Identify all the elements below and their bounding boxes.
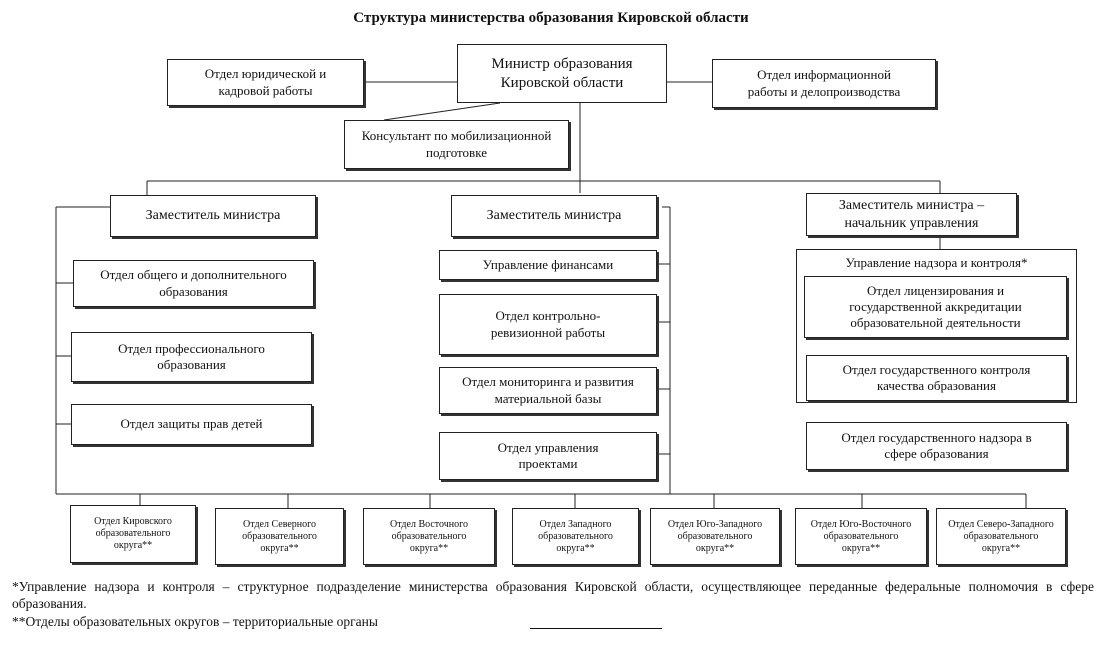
legal-hr-department-box: Отдел юридической и кадровой работы (167, 59, 364, 106)
info-docs-department-box: Отдел информационной работы и делопроизв… (712, 59, 936, 108)
unit-licensing-box: Отдел лицензирования и государственной а… (804, 276, 1067, 338)
signature-line (530, 628, 662, 629)
unit-audit-box: Отдел контрольно- ревизионной работы (439, 294, 657, 355)
district-western-box: Отдел Западного образовательного округа*… (512, 508, 639, 565)
page-title: Структура министерства образования Киров… (353, 10, 749, 26)
deputy-right-box: Заместитель министра – начальник управле… (806, 193, 1017, 236)
unit-general-education-box: Отдел общего и дополнительного образован… (73, 260, 314, 307)
unit-state-supervision-box: Отдел государственного надзора в сфере о… (806, 422, 1067, 470)
district-northern-box: Отдел Северного образовательного округа*… (215, 508, 344, 565)
minister-box: Министр образования Кировской области (457, 44, 667, 103)
deputy-center-box: Заместитель министра (451, 195, 657, 237)
district-eastern-box: Отдел Восточного образовательного округа… (363, 508, 495, 565)
footnote-districts: **Отделы образовательных округов – терри… (12, 614, 378, 629)
district-south-eastern-box: Отдел Юго-Восточного образовательного ок… (795, 508, 927, 565)
unit-finance-box: Управление финансами (439, 250, 657, 280)
unit-professional-education-box: Отдел профессионального образования (71, 332, 312, 382)
supervision-group-label: Управление надзора и контроля* (845, 255, 1028, 270)
deputy-left-box: Заместитель министра (110, 195, 316, 237)
district-kirovsky-box: Отдел Кировского образовательного округа… (70, 505, 196, 563)
district-north-western-box: Отдел Северо-Западного образовательного … (936, 508, 1066, 565)
unit-projects-box: Отдел управления проектами (439, 432, 657, 480)
unit-monitoring-box: Отдел мониторинга и развития материально… (439, 367, 657, 414)
unit-child-rights-box: Отдел защиты прав детей (71, 404, 312, 445)
district-south-western-box: Отдел Юго-Западного образовательного окр… (650, 508, 780, 565)
unit-quality-control-box: Отдел государственного контроля качества… (806, 355, 1067, 401)
footnote-supervision: *Управление надзора и контроля – структу… (12, 579, 1094, 611)
mobilization-consultant-box: Консультант по мобилизационной подготовк… (344, 120, 569, 169)
connector-minister-consultant (383, 102, 501, 121)
